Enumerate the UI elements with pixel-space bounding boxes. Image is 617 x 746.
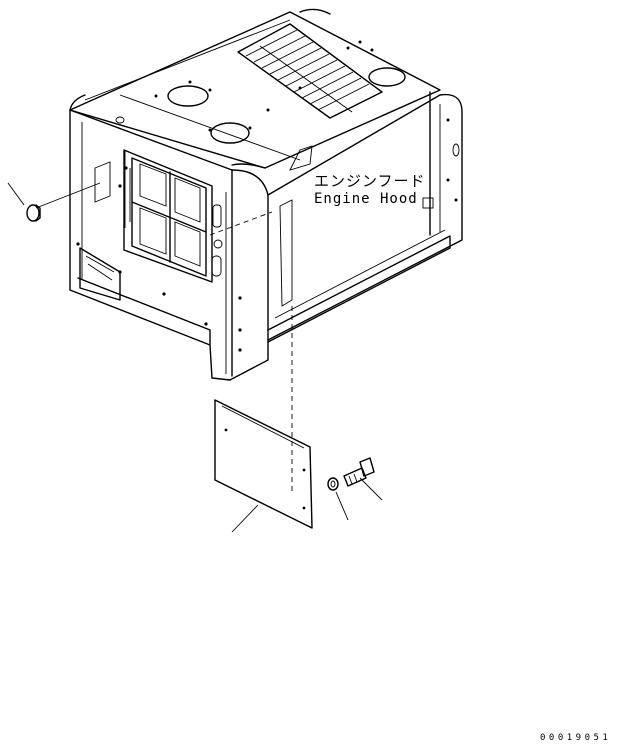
- vent-grille: [237, 23, 383, 119]
- front-window-grille: [123, 149, 223, 283]
- callout-leaders: [7, 182, 383, 533]
- bolt: [343, 457, 375, 487]
- document-number: 00019051: [540, 733, 612, 743]
- leader-dashed: [209, 199, 293, 495]
- hood-top-panel: [69, 8, 441, 169]
- engine-hood-japanese-label: エンジンフード: [314, 172, 426, 190]
- washer: [327, 477, 339, 491]
- front-panel-bolts: [76, 166, 242, 352]
- roof-openings: [115, 67, 406, 144]
- knob-fastener: [26, 161, 111, 222]
- engine-hood-english-label: Engine Hood: [314, 191, 418, 207]
- cover-plate: [214, 399, 313, 529]
- hood-side-panel: [267, 91, 463, 343]
- hood-front-panel: [69, 109, 269, 381]
- roof-bolts: [154, 40, 374, 132]
